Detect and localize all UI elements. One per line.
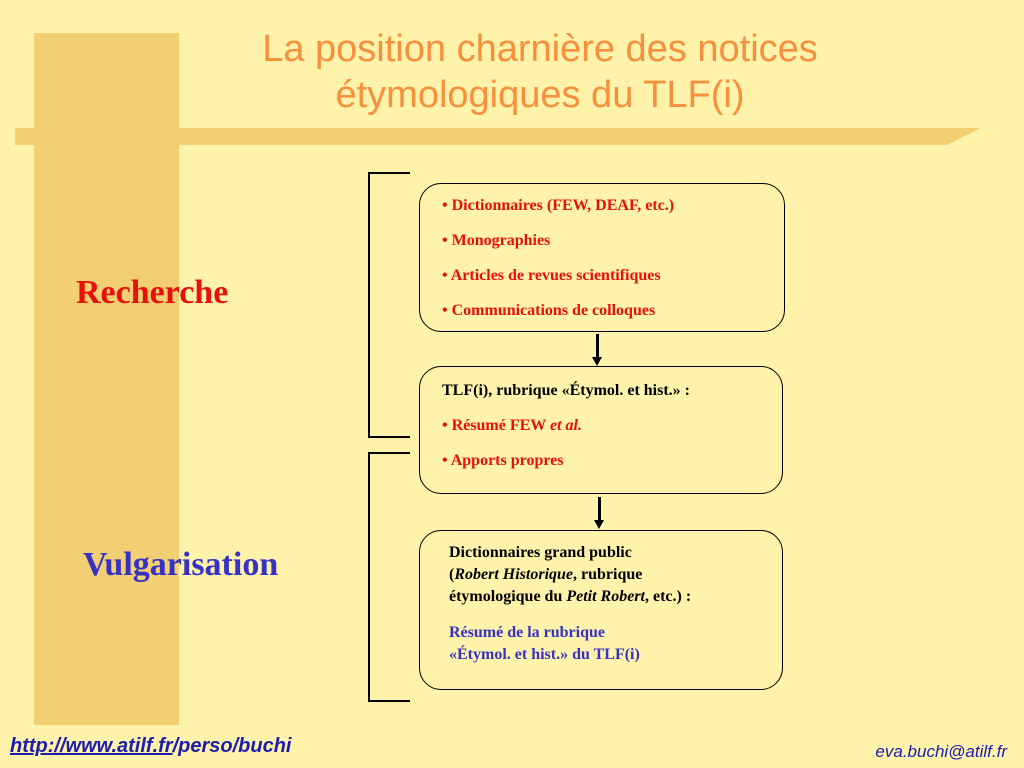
label-vulgarisation: Vulgarisation <box>83 546 279 583</box>
bracket-recherche <box>368 172 410 438</box>
summary-line: Résumé de la rubrique <box>449 624 605 641</box>
box-heading: TLF(i), rubrique «Étymol. et hist.» : <box>442 382 690 399</box>
arrow-down-icon <box>592 334 602 366</box>
box-summary: Résumé de la rubrique «Étymol. et hist.»… <box>449 622 782 666</box>
heading-text: étymologique du <box>449 588 567 605</box>
heading-italic: Petit Robert <box>566 588 645 605</box>
list-item: • Dictionnaires (FEW, DEAF, etc.) <box>442 197 675 214</box>
website-link[interactable]: http://www.atilf.fr/perso/buchi <box>10 735 291 758</box>
box-heading: Dictionnaires grand public (Robert Histo… <box>449 542 782 608</box>
list-item: • Monographies <box>442 232 551 249</box>
horizontal-decor-band <box>15 128 981 145</box>
email-address: eva.buchi@atilf.fr <box>875 742 1007 761</box>
list-item: • Résumé FEW et al. <box>442 416 782 435</box>
bracket-vulgarisation <box>368 452 410 702</box>
summary-line: «Étymol. et hist.» du TLF(i) <box>449 646 640 663</box>
label-recherche: Recherche <box>76 274 229 311</box>
link-host: http://www.atilf.fr <box>10 735 173 757</box>
title-line-1: La position charnière des notices <box>262 28 818 70</box>
arrow-down-icon <box>594 497 604 529</box>
heading-line: Dictionnaires grand public <box>449 544 632 561</box>
box-general-public: Dictionnaires grand public (Robert Histo… <box>419 530 783 690</box>
heading-text: ( <box>449 566 455 583</box>
link-path: /perso/buchi <box>172 735 292 757</box>
vertical-decor-band <box>34 33 179 725</box>
slide-title: La position charnière des notices étymol… <box>110 26 970 118</box>
title-line-2: étymologiques du TLF(i) <box>335 74 745 116</box>
box-tlf-rubrique: TLF(i), rubrique «Étymol. et hist.» : • … <box>419 366 783 494</box>
list-item: • Articles de revues scientifiques <box>442 267 661 284</box>
heading-italic: Robert Historique <box>454 566 574 583</box>
list-item: • Communications de colloques <box>442 302 656 319</box>
box-research-sources: • Dictionnaires (FEW, DEAF, etc.) • Mono… <box>419 183 785 332</box>
item-text: • Résumé FEW <box>442 417 550 434</box>
heading-text: , etc.) : <box>645 588 692 605</box>
heading-text: , rubrique <box>573 566 643 583</box>
item-italic: et al. <box>549 417 582 434</box>
list-item: • Apports propres <box>442 452 564 469</box>
